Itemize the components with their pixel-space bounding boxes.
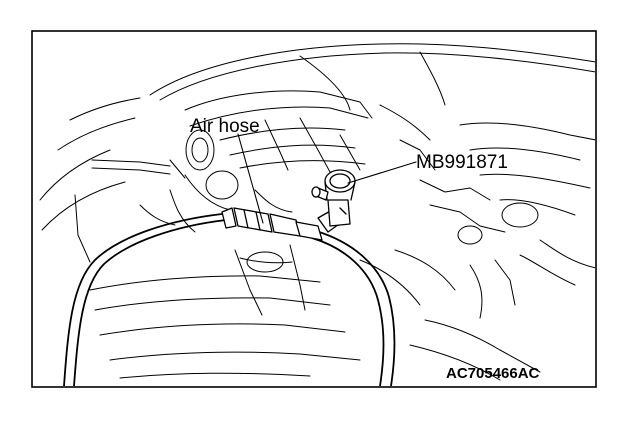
hose-coupling: [221, 207, 323, 241]
diagram-frame: [31, 30, 597, 388]
left-fender: [39, 97, 141, 263]
right-components: [359, 104, 595, 319]
callout-air-hose: Air hose: [190, 116, 260, 137]
callout-tool-number: MB991871: [416, 152, 508, 173]
engine-cover: [139, 90, 373, 233]
front-radiator: [89, 244, 541, 381]
tool-mb991871: [311, 169, 356, 233]
callout-leaders: [237, 133, 417, 224]
wiring-harness: [91, 159, 186, 179]
air-hose: [63, 213, 396, 386]
figure-code: AC705466AC: [446, 365, 540, 382]
hood-outline: [149, 43, 595, 111]
